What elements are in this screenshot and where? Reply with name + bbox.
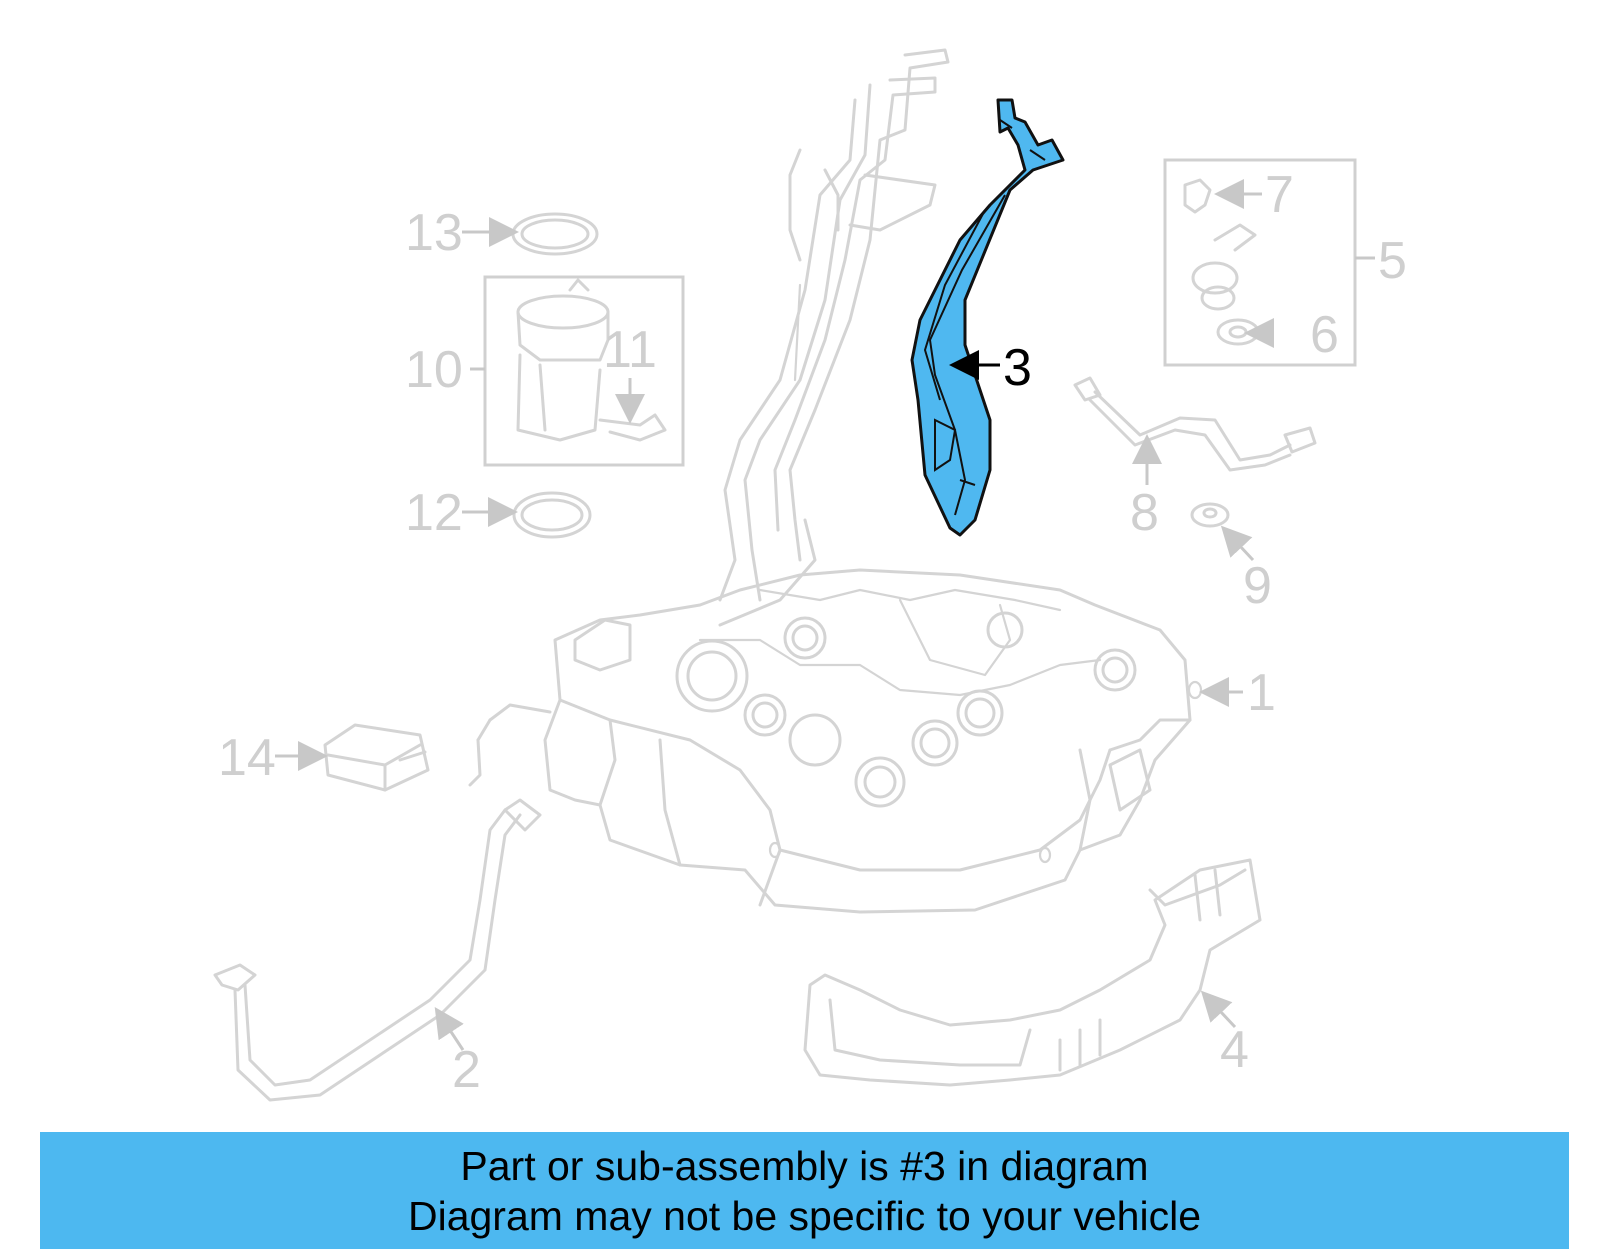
part-2-strap: [213, 798, 542, 1102]
part-13-lock-ring: [511, 212, 599, 256]
banner-part-text: Part or sub-assembly is #3 in diagram: [460, 1142, 1149, 1189]
callout-7: 7: [1265, 166, 1294, 224]
info-banner: Part or sub-assembly is #3 in diagram Di…: [40, 1132, 1569, 1249]
part-9-grommet: [1190, 502, 1230, 528]
fuel-tank: [468, 568, 1203, 914]
callout-6: 6: [1310, 306, 1339, 364]
callout-1: 1: [1247, 664, 1276, 722]
callout-14: 14: [218, 729, 276, 787]
filler-pipe-assembly: [718, 48, 950, 627]
part-10-fuel-pump-assembly: [483, 275, 685, 467]
part-8-harness: [1073, 376, 1317, 472]
part-14-module: [323, 723, 430, 792]
part-4-bracket: [803, 858, 1262, 1087]
part-5-assembly: [1163, 158, 1357, 367]
callout-9: 9: [1243, 557, 1272, 615]
callout-5: 5: [1378, 232, 1407, 290]
callout-2: 2: [452, 1041, 481, 1099]
callout-12: 12: [405, 484, 463, 542]
part-3-highlighted: [910, 98, 1065, 537]
callout-10: 10: [405, 341, 463, 399]
callout-3: 3: [1003, 339, 1032, 397]
banner-disclaimer-text: Diagram may not be specific to your vehi…: [407, 1192, 1201, 1239]
callout-8: 8: [1130, 484, 1159, 542]
part-12-ring: [512, 491, 592, 539]
callout-4: 4: [1220, 1021, 1249, 1079]
leader-arrows: [275, 179, 1375, 1051]
parts-diagram: 13 10 11 12 14 2 3 1 4 5 6 7 8 9: [213, 48, 1407, 1102]
callout-labels: 13 10 11 12 14 2 3 1 4 5 6 7 8 9: [218, 166, 1407, 1099]
callout-11: 11: [603, 321, 657, 379]
callout-13: 13: [405, 204, 463, 262]
